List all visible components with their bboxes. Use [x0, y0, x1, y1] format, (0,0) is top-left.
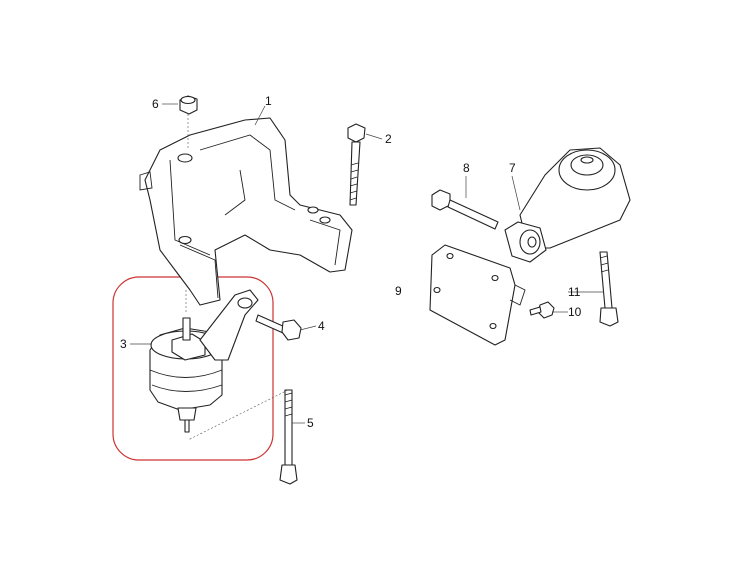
part-1-bracket [139, 117, 353, 306]
label-6: 6 [152, 97, 159, 111]
label-3: 3 [120, 337, 127, 351]
leader-lines [130, 103, 604, 424]
part-6-nut [179, 95, 198, 150]
label-5: 5 [307, 416, 314, 430]
part-8-bolt [431, 189, 499, 230]
label-1: 1 [265, 94, 272, 108]
part-7-rear-mount [504, 147, 631, 263]
part-11-bolt [599, 251, 619, 327]
label-8: 8 [463, 161, 470, 175]
part-10-bolt [529, 301, 555, 319]
part-9-plate [429, 244, 526, 346]
part-2-bolt [347, 123, 366, 206]
label-2: 2 [385, 132, 392, 146]
label-4: 4 [318, 319, 325, 333]
label-11: 11 [568, 285, 581, 299]
label-9: 9 [395, 284, 402, 298]
part-4-bolt [255, 314, 302, 341]
label-7: 7 [509, 161, 516, 175]
label-10: 10 [568, 305, 582, 319]
part-3-engine-mount [149, 289, 259, 433]
part-5-bolt [187, 389, 298, 485]
